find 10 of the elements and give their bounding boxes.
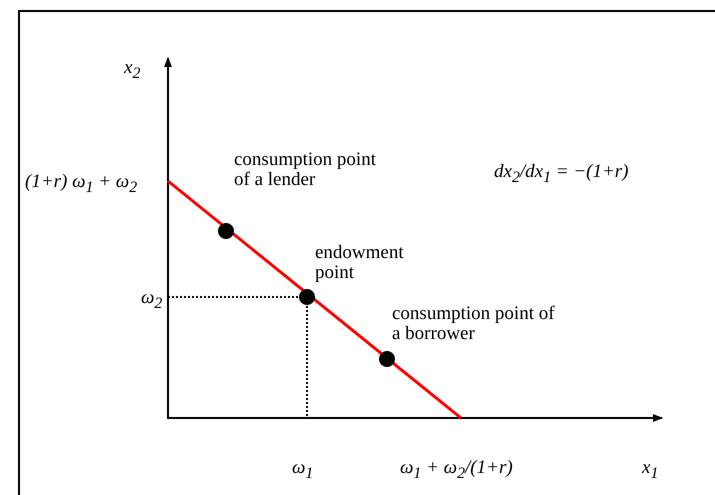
intercept-label: (1+r) ω$_{1}$ + ω$_{2}$ <box>25 172 138 198</box>
annotation: consumption point of a borrower <box>392 304 556 344</box>
axis-label: x$_{1}$ <box>642 458 658 484</box>
annotation: endowment point <box>315 243 405 283</box>
axis-label: x$_{2}$ <box>124 58 140 84</box>
tick-label: ω$_{2}$ <box>141 288 162 314</box>
annotation: consumption point of a lender <box>234 150 377 190</box>
tick-label: ω$_{1}$ <box>292 458 314 484</box>
slope-equation: dx$_{2}$/dx$_{1}$ = −(1+r) <box>494 162 629 188</box>
intercept-label: ω$_{1}$ + ω$_{2}$/(1+r) <box>400 458 513 484</box>
